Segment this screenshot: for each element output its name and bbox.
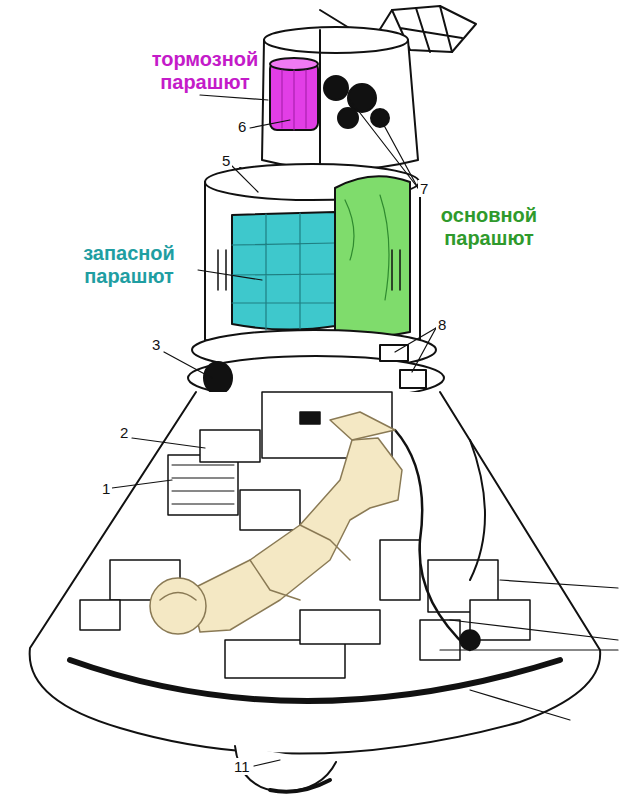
capsule-shell bbox=[30, 392, 601, 754]
leader-line bbox=[112, 95, 436, 766]
part-label: основной парашют bbox=[424, 204, 554, 250]
reserve-parachute bbox=[232, 212, 335, 330]
part-label: тормозной парашют bbox=[140, 48, 270, 94]
cable bbox=[395, 430, 470, 650]
callout-number: 8 bbox=[436, 316, 448, 333]
main-parachute bbox=[335, 176, 410, 337]
callout-number: 5 bbox=[220, 152, 232, 169]
drogue-top bbox=[270, 58, 318, 70]
equipment bbox=[80, 392, 530, 678]
drogue-canister bbox=[262, 40, 418, 170]
callout-number: 2 bbox=[118, 424, 130, 441]
callout-number: 1 bbox=[100, 480, 112, 497]
leader-line bbox=[440, 580, 618, 720]
callout-number: 11 bbox=[232, 758, 252, 775]
drogue-parachute bbox=[270, 62, 318, 130]
callout-number: 6 bbox=[236, 118, 248, 135]
callout-number: 3 bbox=[150, 336, 162, 353]
canister-lid bbox=[264, 27, 408, 53]
pyro-devices bbox=[324, 76, 389, 128]
callout-number: 7 bbox=[418, 180, 430, 197]
ring-fitting bbox=[204, 362, 232, 394]
cable bbox=[470, 440, 485, 580]
part-label: запасной парашют bbox=[64, 242, 194, 288]
